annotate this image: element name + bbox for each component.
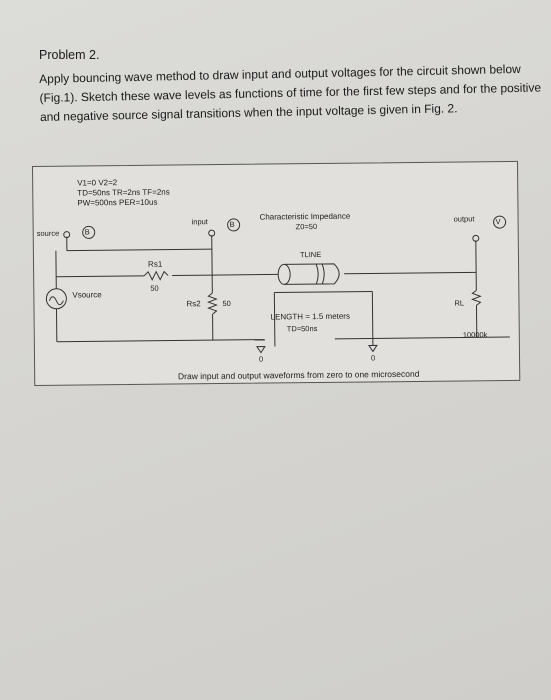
- tline-left-end: [277, 263, 291, 285]
- char-impedance-label: Characteristic Impedance: [259, 211, 351, 222]
- z0-label: Z0=50: [295, 222, 318, 232]
- source-terminal: [63, 231, 71, 239]
- circuit-figure: V1=0 V2=2 TD=50ns TR=2ns TF=2ns PW=500ns…: [32, 160, 521, 386]
- tline-return-left: [273, 292, 276, 347]
- td-label: TD=50ns: [286, 324, 318, 334]
- rl-label: RL: [454, 298, 465, 308]
- ground-right-symbol: [367, 344, 378, 353]
- top-wire: [66, 248, 212, 252]
- probe-b-source: [82, 225, 96, 239]
- rl-resistor: [470, 289, 482, 306]
- length-label: LENGTH = 1.5 meters: [270, 311, 350, 322]
- rs2-value: 50: [222, 298, 231, 309]
- input-terminal: [208, 229, 216, 237]
- tline-return-right: [371, 291, 374, 346]
- input-label: input: [191, 217, 208, 227]
- tline-break: [315, 263, 325, 285]
- source-param-3: PW=500ns PER=10us: [77, 197, 158, 208]
- problem-title: Problem 2.: [39, 48, 100, 62]
- source-param-2: TD=50ns TR=2ns TF=2ns: [77, 187, 170, 198]
- output-label: output: [453, 214, 475, 224]
- tline-out-wire: [344, 271, 477, 275]
- vsource-symbol: [45, 288, 67, 310]
- rs1-value: 50: [150, 283, 159, 293]
- output-terminal: [472, 234, 480, 242]
- bottom-wire: [56, 339, 265, 343]
- rs2-label: Rs2: [186, 299, 201, 309]
- rs1-resistor: [143, 270, 169, 281]
- source-label: source: [36, 228, 60, 238]
- input-node-wire: [211, 235, 213, 294]
- rl-value: 10000k: [462, 330, 488, 340]
- rs2-resistor: [207, 292, 218, 315]
- pulse-icon: [48, 296, 64, 306]
- tline-body: [284, 263, 340, 285]
- circuit-schematic: [45, 215, 510, 354]
- ground-right-label: 0: [370, 353, 376, 363]
- tline-label: TLINE: [299, 249, 322, 260]
- tline-in-wire: [212, 273, 279, 276]
- probe-b-text-1: B: [84, 227, 90, 237]
- probe-v-output: [493, 215, 507, 229]
- rl-ground-wire: [334, 336, 510, 340]
- tline-return-top: [274, 290, 373, 293]
- ground-left-label: 0: [258, 354, 264, 364]
- rs1-label: Rs1: [147, 259, 163, 269]
- probe-v-text: V: [495, 217, 501, 227]
- ground-left-symbol: [255, 346, 266, 354]
- problem-statement: Apply bouncing wave method to draw input…: [39, 60, 541, 127]
- probe-b-input: [227, 218, 241, 232]
- probe-b-text-2: B: [229, 219, 235, 229]
- source-param-1: V1=0 V2=2: [77, 178, 118, 188]
- rs1-left-wire: [56, 275, 145, 278]
- output-node-wire: [475, 240, 477, 291]
- vsource-label: Vsource: [72, 290, 102, 300]
